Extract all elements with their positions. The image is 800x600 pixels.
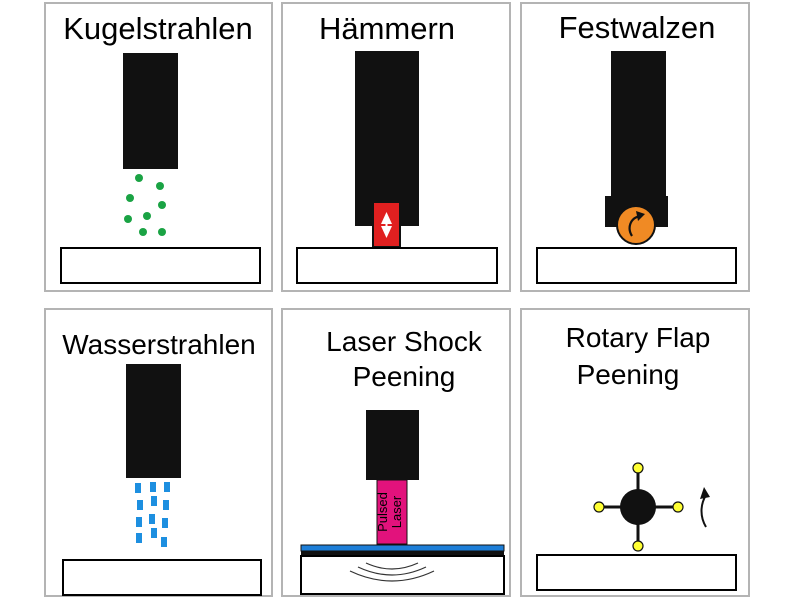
transparent-overlay-layer — [300, 544, 505, 552]
absorbing-layer — [301, 551, 504, 555]
water-droplet — [150, 482, 156, 492]
water-droplet — [161, 537, 167, 547]
flap-tip — [632, 462, 644, 474]
panel-title: Hämmern — [319, 11, 455, 46]
shock-wave — [357, 566, 427, 576]
panel-title: Wasserstrahlen — [62, 329, 255, 360]
water-droplets — [135, 482, 170, 547]
panel-festwalzen: Festwalzen — [520, 2, 750, 292]
panel-title: Festwalzen — [559, 10, 716, 45]
shock-wave — [349, 570, 435, 582]
water-droplet — [164, 482, 170, 492]
workpiece — [62, 559, 262, 596]
nozzle — [123, 53, 178, 169]
panel-haemmern: Hämmern — [281, 2, 511, 292]
water-droplet — [135, 483, 141, 493]
water-droplet — [163, 500, 169, 510]
water-droplet — [162, 518, 168, 528]
shot-particle — [139, 228, 147, 236]
water-droplet — [151, 528, 157, 538]
panel-wasserstrahlen: Wasserstrahlen — [44, 308, 273, 597]
laser-beam — [376, 479, 408, 545]
flap-tip — [632, 540, 644, 552]
hammer-tool — [355, 51, 419, 226]
shot-particles — [124, 174, 166, 236]
workpiece — [60, 247, 261, 284]
panel-laser-shock-peening: Laser Shock Peening Pulsed Laser — [281, 308, 511, 597]
panel-rotary-flap-peening: Rotary Flap Peening — [520, 308, 750, 597]
shot-particle — [126, 194, 134, 202]
shot-particle — [143, 212, 151, 220]
panel-title-line-1: Laser Shock — [326, 326, 483, 357]
roller-ball — [616, 205, 656, 245]
water-droplet — [151, 496, 157, 506]
laser-label: Pulsed Laser — [375, 492, 404, 532]
water-droplet — [137, 500, 143, 510]
workpiece — [296, 247, 498, 284]
workpiece — [536, 247, 737, 284]
flap-tip — [593, 501, 605, 513]
workpiece — [300, 555, 505, 595]
panel-kugelstrahlen: Kugelstrahlen — [44, 2, 273, 292]
water-nozzle — [126, 364, 181, 478]
water-droplet — [149, 514, 155, 524]
water-droplet — [136, 517, 142, 527]
flap-wheel — [593, 462, 684, 552]
laser-label-line-2: Laser — [389, 495, 404, 528]
water-droplet — [136, 533, 142, 543]
shock-waves — [349, 562, 435, 582]
shot-particle — [156, 182, 164, 190]
shot-particle — [135, 174, 143, 182]
rotation-arrow-icon — [628, 211, 645, 237]
panel-title-line-2: Peening — [577, 359, 680, 390]
laser-label-line-1: Pulsed — [375, 492, 390, 532]
shot-particle — [158, 201, 166, 209]
double-arrow-vertical-icon — [381, 212, 392, 238]
flap-hub — [620, 489, 656, 525]
workpiece — [536, 554, 737, 591]
flap-tip — [672, 501, 684, 513]
shot-particle — [124, 215, 132, 223]
roller-tool — [611, 51, 666, 198]
panel-title-line-1: Rotary Flap — [566, 322, 711, 353]
laser-source — [366, 410, 419, 480]
shock-wave — [365, 562, 419, 570]
shot-particle — [158, 228, 166, 236]
panel-title-line-2: Peening — [353, 361, 456, 392]
rotation-arrow-icon — [700, 487, 710, 528]
panel-title: Kugelstrahlen — [63, 11, 253, 46]
